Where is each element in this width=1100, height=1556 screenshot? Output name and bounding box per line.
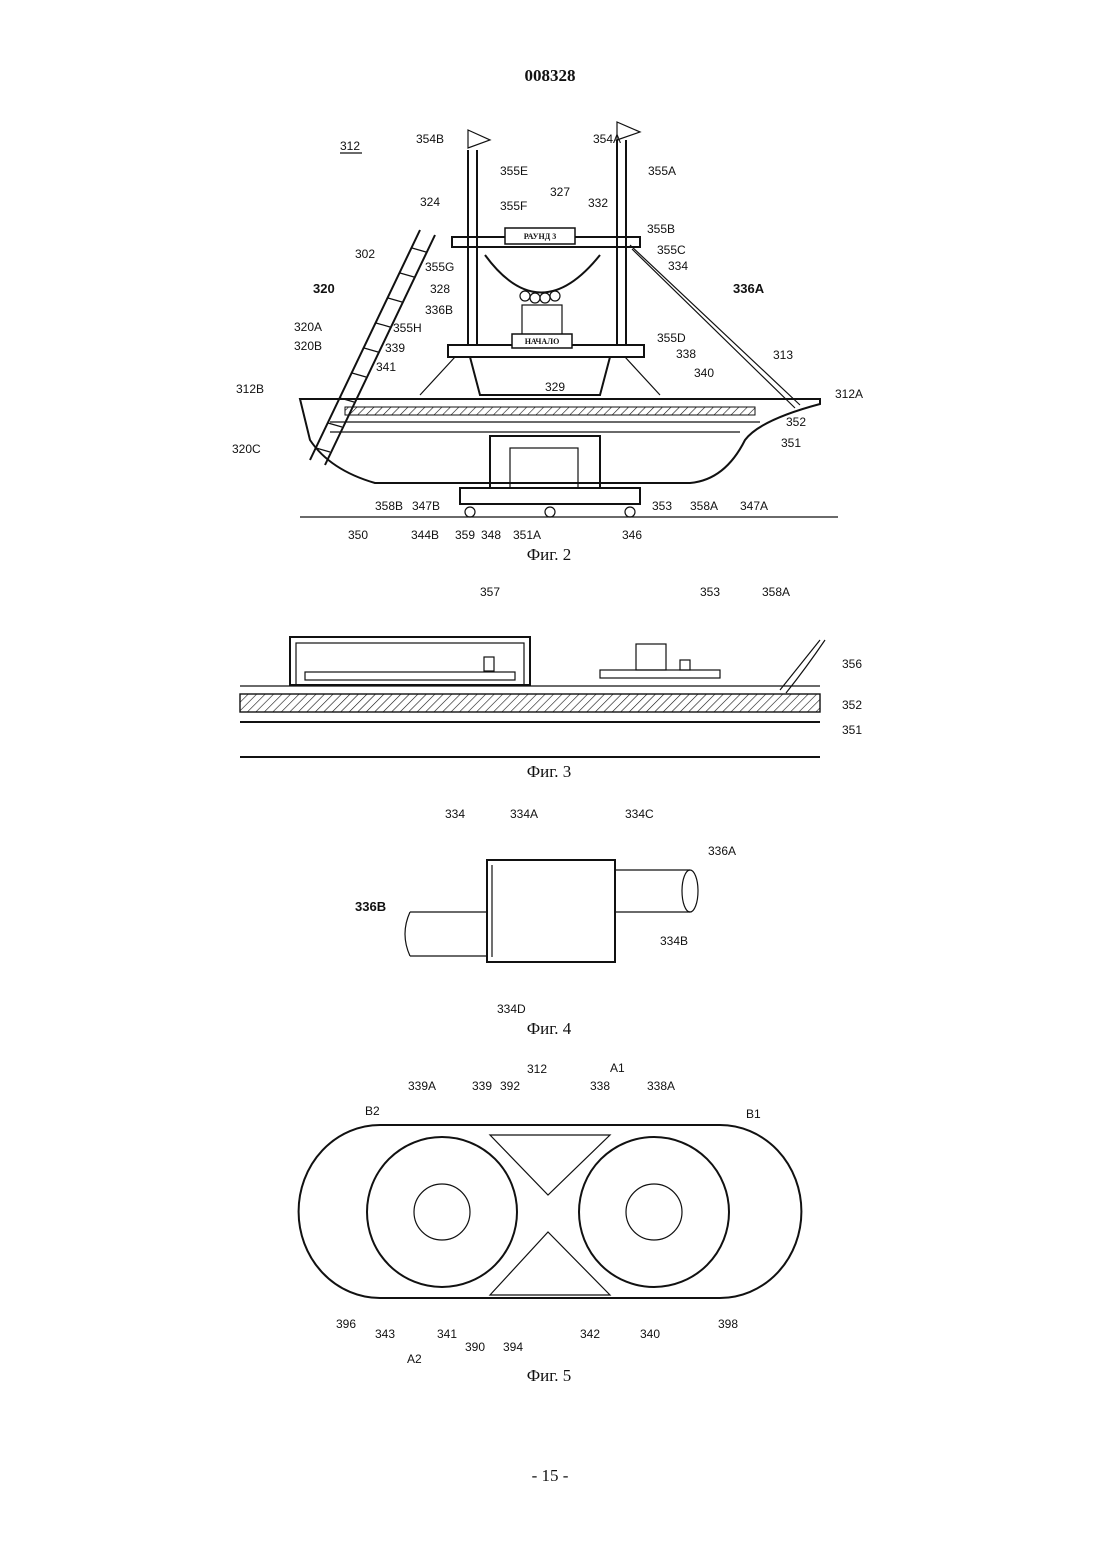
label-334A: 334A [510,807,538,821]
figure-3-labels: 357 353 358A 356 352 351 [480,585,862,737]
figure-3: 357 353 358A 356 352 351 Фиг. 3 [0,570,1100,785]
label-336A: 336A [733,281,765,296]
outer-track [299,1125,802,1298]
label-351: 351 [781,436,801,450]
label-B1: B1 [746,1107,761,1121]
label-334B: 334B [660,934,688,948]
label-338: 338 [590,1079,610,1093]
label-312A: 312A [835,387,863,401]
figure-5-labels: 312 A1 339A 339 392 338 338A B2 B1 396 3… [336,1061,761,1366]
disc-339 [367,1137,517,1287]
label-352: 352 [842,698,862,712]
label-354A: 354A [593,132,621,146]
label-334D: 334D [497,1002,526,1016]
label-312B: 312B [236,382,264,396]
label-336B: 336B [355,899,386,914]
figure-2: РАУНД 3 НАЧАЛО 312 354B 354A 355E 355A 3… [0,0,1100,570]
label-359: 359 [455,528,475,542]
label-340: 340 [640,1327,660,1341]
label-327: 327 [550,185,570,199]
label-341: 341 [376,360,396,374]
label-392: 392 [500,1079,520,1093]
label-338: 338 [676,347,696,361]
label-343: 343 [375,1327,395,1341]
label-328: 328 [430,282,450,296]
plate-352 [240,694,820,712]
label-B2: B2 [365,1104,380,1118]
figure-5: 312 A1 339A 339 392 338 338A B2 B1 396 3… [0,1055,1100,1395]
label-313: 313 [773,348,793,362]
label-352: 352 [786,415,806,429]
label-351: 351 [842,723,862,737]
label-355D: 355D [657,331,686,345]
label-347A: 347A [740,499,768,513]
label-351A: 351A [513,528,541,542]
label-336B: 336B [425,303,453,317]
label-334C: 334C [625,807,654,821]
page-number: - 15 - [0,1466,1100,1486]
label-334: 334 [445,807,465,821]
label-394: 394 [503,1340,523,1354]
label-339A: 339A [408,1079,436,1093]
label-355E: 355E [500,164,528,178]
deck-plate [345,407,755,415]
label-355F: 355F [500,199,527,213]
label-344B: 344B [411,528,439,542]
label-341: 341 [437,1327,457,1341]
figure-4: 334 334A 334C 336A 336B 334B 334D Фиг. 4 [0,795,1100,1045]
label-353: 353 [652,499,672,513]
label-324: 324 [420,195,440,209]
label-355A: 355A [648,164,676,178]
label-332: 332 [588,196,608,210]
caption-fig5: Фиг. 5 [527,1366,572,1385]
label-396: 396 [336,1317,356,1331]
label-334: 334 [668,259,688,273]
label-354B: 354B [416,132,444,146]
label-338A: 338A [647,1079,675,1093]
sign-round: РАУНД 3 [524,232,557,241]
label-355B: 355B [647,222,675,236]
label-339: 339 [385,341,405,355]
label-353: 353 [700,585,720,599]
label-350: 350 [348,528,368,542]
label-329: 329 [545,380,565,394]
box-334 [487,860,615,962]
label-358B: 358B [375,499,403,513]
label-302: 302 [355,247,375,261]
caption-fig3: Фиг. 3 [527,762,572,781]
label-346: 346 [622,528,642,542]
label-348: 348 [481,528,501,542]
label-355H: 355H [393,321,422,335]
label-320A: 320A [294,320,322,334]
label-390: 390 [465,1340,485,1354]
label-340: 340 [694,366,714,380]
label-A1: A1 [610,1061,625,1075]
ladder [310,230,435,465]
label-358A: 358A [690,499,718,513]
label-342: 342 [580,1327,600,1341]
label-320: 320 [313,281,335,296]
label-A2: A2 [407,1352,422,1366]
label-358A: 358A [762,585,790,599]
label-312: 312 [340,139,360,153]
label-336A: 336A [708,844,736,858]
label-347B: 347B [412,499,440,513]
label-320B: 320B [294,339,322,353]
label-357: 357 [480,585,500,599]
caption-fig4: Фиг. 4 [527,1019,572,1038]
sign-start: НАЧАЛО [525,337,560,346]
label-355C: 355C [657,243,686,257]
label-312: 312 [527,1062,547,1076]
label-398: 398 [718,1317,738,1331]
label-355G: 355G [425,260,454,274]
disc-338 [579,1137,729,1287]
caption-fig2: Фиг. 2 [527,545,572,564]
stand [490,436,600,488]
label-320C: 320C [232,442,261,456]
label-356: 356 [842,657,862,671]
label-339: 339 [472,1079,492,1093]
